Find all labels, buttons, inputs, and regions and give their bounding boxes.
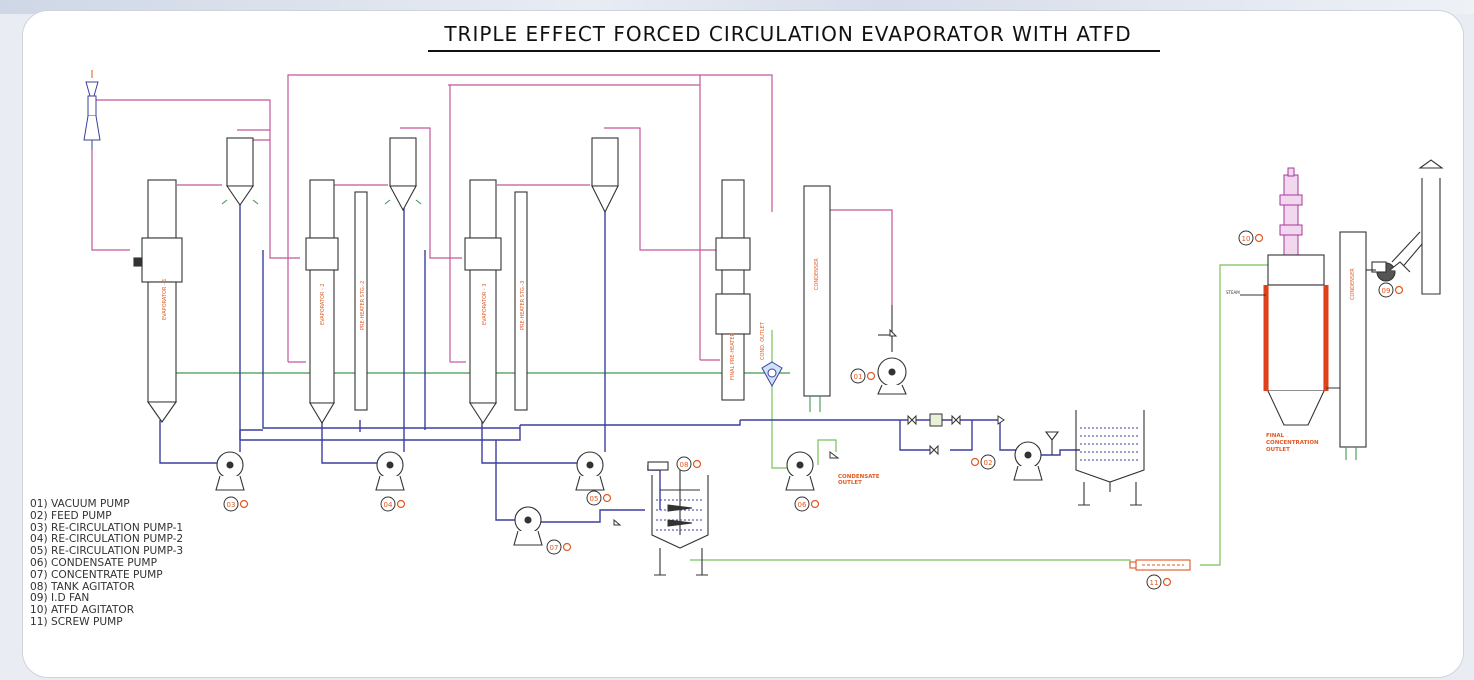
vapour-header-line: [287, 74, 773, 362]
final-heater-label: FINAL PRE-HEATER: [730, 332, 736, 380]
pre-heater-3-label: PRE-HEATER STG.-3: [520, 281, 526, 330]
id-fan: [1366, 261, 1396, 282]
tag-08: 08: [680, 461, 689, 469]
legend-item: 10) ATFD AGITATOR: [30, 604, 135, 617]
condenser-label: CONDENSER: [814, 258, 820, 290]
tag-05: 05: [590, 495, 599, 503]
separator-3: [591, 137, 619, 214]
diagram-title: TRIPLE EFFECT FORCED CIRCULATION EVAPORA…: [444, 22, 1132, 46]
tag-11: 11: [1150, 579, 1159, 587]
agitator-blades: [667, 504, 693, 527]
feed-tank: [1075, 410, 1145, 506]
feed-pump-02: [1013, 431, 1060, 481]
feed-line-valves: [613, 328, 1005, 526]
final-concentration-line-3: OUTLET: [1266, 447, 1290, 453]
tag-03: 03: [227, 501, 236, 509]
steam-label: STEAM: [1226, 290, 1240, 295]
condensate-pump-06: [785, 451, 815, 491]
tag-09: 09: [1382, 287, 1391, 295]
legend-item: 04) RE-CIRCULATION PUMP-2: [30, 533, 184, 546]
screw-pump: [1129, 559, 1191, 571]
surface-condenser: [715, 179, 751, 401]
evaporator-3: [464, 179, 528, 425]
evaporator-2-label: EVAPORATOR - 2: [320, 283, 326, 325]
legend-item: 06) CONDENSATE PUMP: [30, 556, 157, 569]
separator-2: [384, 137, 422, 212]
condenser-column: [803, 185, 831, 412]
legend-item: 07) CONCENTRATE PUMP: [30, 568, 163, 581]
cond-outlet-label: COND. OUTLET: [760, 321, 766, 360]
vapour-line-2: [448, 84, 451, 362]
recirculation-pump-03: [215, 451, 245, 491]
vacuum-pump-01: [877, 305, 907, 395]
feed-tank-liquid: [1080, 427, 1140, 461]
scrubber-label: CONDENSER: [1350, 268, 1356, 300]
final-concentration-line-2: CONCENTRATION: [1266, 440, 1319, 446]
chimney-stack: [1389, 159, 1444, 295]
process-lines: [159, 150, 1080, 523]
condensate-pot: [761, 361, 783, 388]
condensate-outlet-line-1: CONDENSATE: [838, 474, 880, 480]
legend-item: 09) I.D FAN: [30, 592, 90, 605]
atfd-jacket: [1263, 285, 1329, 391]
atfd-drive: [1279, 167, 1303, 256]
concentrate-pump-07: [513, 506, 543, 546]
legend-item: 05) RE-CIRCULATION PUMP-3: [30, 545, 184, 558]
evaporator-2: [305, 179, 368, 425]
vapour-lines: [91, 74, 893, 363]
tag-07: 07: [550, 544, 559, 552]
tag-10: 10: [1242, 235, 1251, 243]
scrubber-column: [1339, 231, 1367, 460]
recirculation-pump-04: [375, 451, 405, 491]
title-underline: [428, 50, 1160, 52]
legend-item: 08) TANK AGITATOR: [30, 580, 135, 593]
legend-item: 03) RE-CIRCULATION PUMP-1: [30, 521, 184, 534]
tag-02: 02: [984, 459, 993, 467]
agitated-tank: [647, 461, 709, 576]
vapour-to-separator-1: [92, 99, 271, 141]
tag-01: 01: [854, 373, 863, 381]
legend-item: 01) VACUUM PUMP: [30, 498, 130, 510]
condensate-outlet-line-2: OUTLET: [838, 480, 862, 486]
atfd-body: [1267, 254, 1325, 426]
tag-06: 06: [798, 501, 807, 509]
atfd-nozzles: [1240, 294, 1340, 389]
evaporator-1: [133, 179, 183, 423]
tag-dots: [239, 233, 1404, 587]
evaporator-1-label: EVAPORATOR - 1: [162, 278, 168, 320]
final-concentration-line-1: FINAL: [1266, 433, 1285, 439]
evaporator-3-label: EVAPORATOR - 3: [482, 283, 488, 325]
ejector-vent: [83, 70, 101, 150]
recirculation-pump-05: [575, 451, 605, 491]
tag-circles: [223, 230, 1394, 590]
pre-heater-2-label: PRE-HEATER STG.-2: [360, 281, 366, 330]
legend-item: 11) SCREW PUMP: [30, 615, 123, 628]
separator-1: [221, 137, 259, 206]
vapour-to-evaporator-1: [91, 150, 130, 251]
tag-04: 04: [384, 501, 393, 509]
equipment-legend: 01) VACUUM PUMP 02) FEED PUMP 03) RE-CIR…: [30, 498, 184, 629]
legend-item: 02) FEED PUMP: [30, 509, 112, 522]
condensate-outlet-line: [690, 264, 1268, 566]
